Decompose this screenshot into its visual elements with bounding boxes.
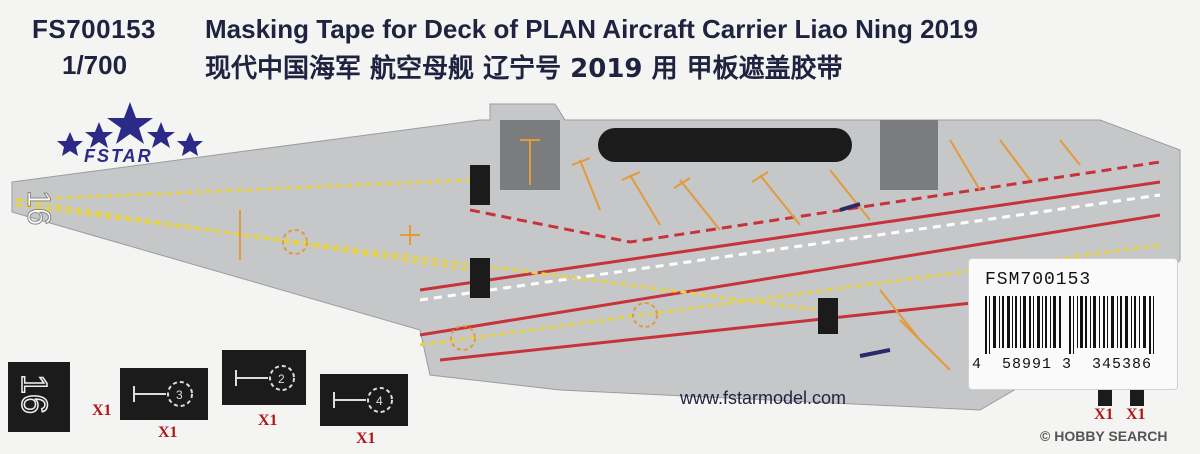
website-url: www.fstarmodel.com — [680, 388, 847, 408]
logo-text: FSTAR — [84, 146, 153, 166]
circle-swatch-3: 3 — [120, 368, 208, 420]
circle-swatch-4: 4 — [320, 374, 408, 426]
red-line — [419, 180, 1161, 292]
orange-mark — [829, 169, 871, 221]
barcode-digits: 4 58991 3 345386 — [972, 356, 1153, 373]
red-line — [439, 298, 1001, 362]
orange-mark — [949, 139, 981, 191]
deck-tape-block — [818, 298, 838, 334]
star-icon — [147, 122, 175, 148]
star-icon — [85, 122, 113, 148]
multiplier-label: X1 — [92, 402, 112, 419]
orange-mark — [751, 171, 801, 226]
circle-mark — [632, 302, 658, 328]
deck-hull-number: 16 — [21, 190, 57, 226]
multiplier-label: X1 — [1094, 406, 1114, 423]
circle-number-3: 3 — [176, 388, 183, 402]
title-chinese: 现代中国海军 航空母舰 辽宁号 2019 用 甲板遮盖胶带 — [205, 54, 843, 84]
star-icon — [107, 102, 153, 144]
yellow-line — [15, 198, 471, 272]
tape-strip — [1098, 388, 1112, 406]
circle-number-4: 4 — [376, 394, 383, 408]
watermark: © HOBBY SEARCH — [1040, 428, 1168, 444]
deck-tape-block — [470, 258, 490, 298]
island-right — [880, 120, 938, 190]
multiplier-label: X1 — [258, 412, 278, 429]
white-dash — [419, 193, 1161, 302]
hull-number-swatch: 16 — [8, 362, 70, 432]
deck-tape-block — [470, 165, 490, 205]
ramp-mark — [859, 348, 891, 358]
orange-mark — [879, 289, 921, 341]
circle-mark — [282, 229, 308, 255]
tape-strip — [1130, 388, 1144, 406]
svg-text:16: 16 — [14, 374, 55, 414]
barcode — [985, 296, 1154, 354]
red-line — [469, 160, 1161, 244]
product-code: FS700153 — [32, 14, 156, 44]
orange-mark — [899, 319, 951, 371]
orange-mark — [1059, 139, 1081, 166]
fstar-logo — [57, 102, 203, 156]
orange-mark — [673, 177, 721, 231]
multiplier-label: X1 — [158, 424, 178, 441]
yellow-line — [15, 178, 471, 202]
scale-label: 1/700 — [62, 50, 128, 80]
title-english: Masking Tape for Deck of PLAN Aircraft C… — [205, 14, 978, 44]
elevator-bar — [598, 128, 852, 162]
orange-mark — [621, 171, 661, 226]
star-icon — [57, 132, 83, 156]
barcode-label: FSM700153 — [985, 270, 1092, 290]
orange-mark — [400, 225, 420, 245]
star-icon — [177, 132, 203, 156]
red-line — [419, 213, 1161, 337]
multiplier-label: X1 — [1126, 406, 1146, 423]
yellow-line — [15, 203, 821, 312]
circle-swatch-2: 2 — [222, 350, 306, 405]
ramp-mark — [839, 202, 861, 212]
circle-number-2: 2 — [278, 372, 285, 386]
multiplier-label: X1 — [356, 430, 376, 447]
orange-mark — [999, 139, 1031, 181]
circle-mark — [450, 325, 476, 351]
orange-mark — [520, 139, 540, 185]
orange-mark — [571, 157, 601, 211]
